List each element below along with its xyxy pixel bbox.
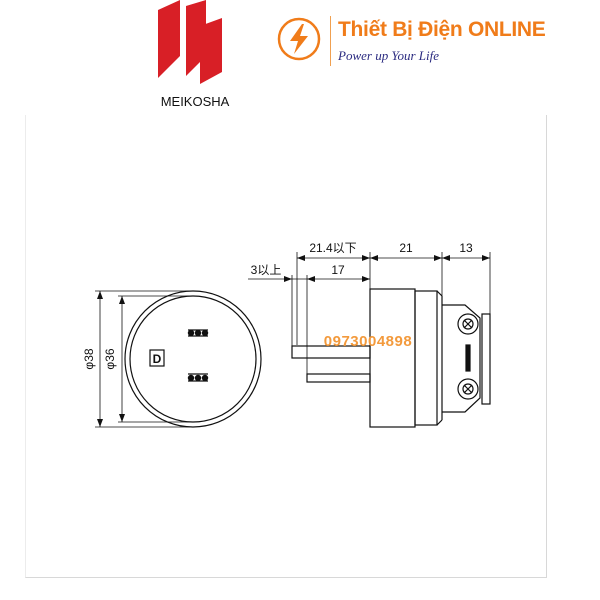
- dimension-arrows: [97, 255, 490, 427]
- lower-screw: [457, 378, 479, 400]
- diameter-dimension-lines: [95, 290, 190, 428]
- lower-pin-slot: [187, 373, 209, 382]
- inner-rim-circle: [129, 295, 257, 423]
- pin-exposed-label: 21.4以下: [309, 241, 356, 255]
- phone-watermark: 0973004898: [324, 333, 412, 350]
- face-mark-letter: D: [153, 352, 162, 366]
- upper-screw: [457, 313, 479, 335]
- lower-prong: [306, 373, 371, 383]
- outer-rim-circle: [124, 290, 262, 428]
- plug-body: [369, 288, 416, 428]
- clamp-plate: [481, 313, 491, 405]
- brand-header: Thiết Bị Điện ONLINE Power up Your Life: [270, 10, 570, 70]
- upper-pin-slot: [187, 329, 209, 337]
- clamp-length-label: 13: [459, 241, 473, 255]
- front-view: [124, 290, 262, 428]
- upper-prong: [291, 345, 371, 359]
- logo-mark: [158, 0, 222, 84]
- clamp-slot: [465, 344, 471, 372]
- meikosha-logo: MEIKOSHA: [140, 0, 250, 112]
- brand-divider: [330, 16, 331, 66]
- body-length-label: 21: [399, 241, 413, 255]
- pin-length-label: 17: [331, 263, 345, 277]
- side-view: [291, 288, 491, 428]
- brand-title: Thiết Bị Điện ONLINE: [338, 18, 546, 41]
- outer-diameter-label: φ38: [82, 348, 96, 369]
- brand-tagline: Power up Your Life: [338, 48, 440, 63]
- lightning-bolt-icon: [274, 14, 324, 64]
- inner-diameter-label: φ36: [103, 348, 117, 369]
- drawing-frame: [25, 115, 547, 578]
- logo-wordmark: MEIKOSHA: [161, 94, 230, 109]
- cord-clamp: [442, 304, 481, 413]
- face-mark: D: [149, 349, 165, 367]
- body-flange: [414, 290, 438, 426]
- pin-tip-label: 3以上: [251, 263, 282, 277]
- length-dimension-lines: [248, 252, 491, 374]
